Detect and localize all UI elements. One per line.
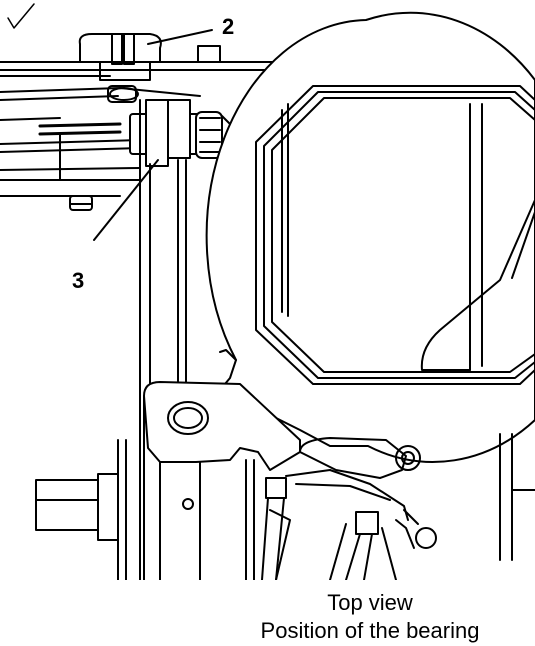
- caption-view-label: Top view: [327, 590, 413, 615]
- frame-verticals: [139, 99, 187, 580]
- callout-3-label: 3: [72, 268, 84, 293]
- callout-2-leader: [147, 29, 213, 45]
- bearing-bolt-assembly: [69, 85, 233, 211]
- callout-2-label: 2: [222, 14, 234, 39]
- rod-assemblies: [261, 477, 415, 580]
- left-shaft: [35, 439, 127, 580]
- callout-3-leader: [93, 159, 159, 241]
- top-rail: [0, 61, 281, 77]
- bearing-position-drawing: 2 3: [0, 3, 535, 580]
- housing-notch: [219, 349, 237, 361]
- caption-description: Position of the bearing: [260, 618, 480, 643]
- lower-bracket: [143, 381, 301, 580]
- pivot-assembly: [285, 433, 535, 561]
- check-mark: [7, 3, 35, 29]
- knob-part-2: [78, 33, 221, 81]
- octagonal-opening: [255, 85, 535, 385]
